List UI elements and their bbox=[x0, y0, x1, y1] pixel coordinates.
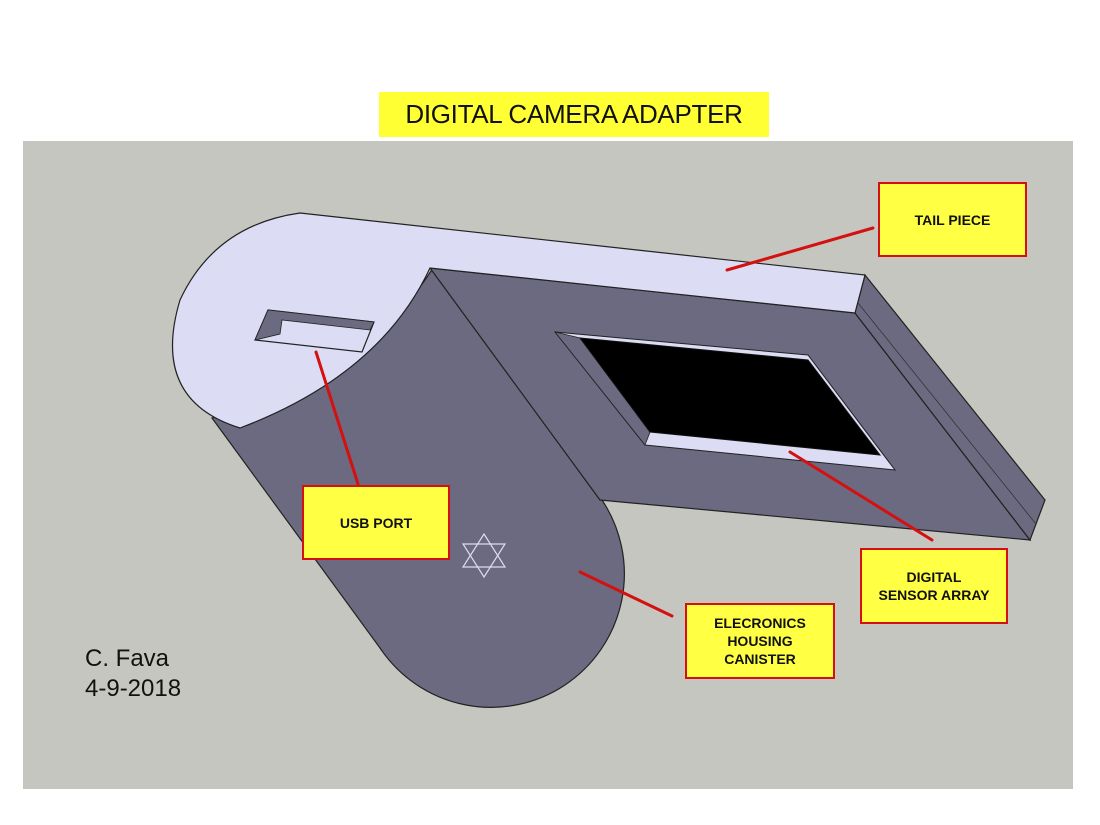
callout-usb-port: USB PORT bbox=[302, 485, 450, 560]
leader-tail-piece bbox=[725, 226, 875, 272]
author-name: C. Fava bbox=[85, 645, 170, 672]
axis-marker-icon bbox=[461, 532, 507, 579]
top-face bbox=[172, 212, 866, 429]
callout-tail-piece: TAIL PIECE bbox=[878, 182, 1027, 257]
leader-usb-port bbox=[314, 350, 360, 486]
leader-lines bbox=[314, 226, 934, 618]
leader-sensor bbox=[788, 450, 934, 542]
sensor-array bbox=[578, 337, 882, 456]
author-signature: C. Fava 4-9-2018 bbox=[85, 644, 181, 704]
diagram-title: DIGITAL CAMERA ADAPTER bbox=[379, 92, 769, 137]
author-date: 4-9-2018 bbox=[85, 675, 182, 702]
leader-housing bbox=[578, 570, 674, 618]
callout-digital-sensor-array: DIGITAL SENSOR ARRAY bbox=[860, 548, 1008, 624]
tail-piece-edge-line bbox=[857, 302, 1037, 525]
callout-electronics-housing: ELECRONICS HOUSING CANISTER bbox=[685, 603, 835, 679]
usb-port-cavity bbox=[254, 309, 375, 341]
